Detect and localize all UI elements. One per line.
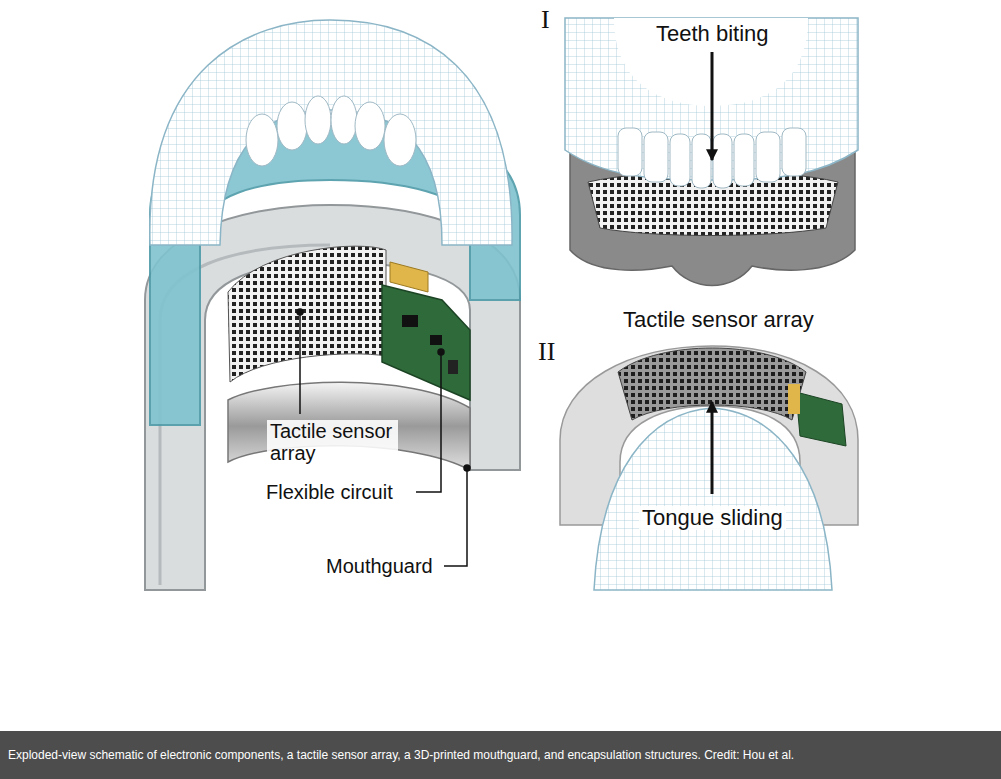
caption: Exploded-view schematic of electronic co… bbox=[8, 748, 998, 762]
panel-teeth-biting bbox=[565, 18, 858, 286]
teeth-mesh bbox=[150, 20, 512, 245]
part-label: Tongue sliding bbox=[639, 506, 786, 530]
chip bbox=[430, 335, 442, 345]
chip bbox=[448, 360, 458, 374]
tooth bbox=[305, 96, 331, 144]
tooth bbox=[277, 102, 307, 150]
mouthguard-shell bbox=[145, 205, 520, 590]
tooth bbox=[246, 114, 278, 166]
leader-line bbox=[299, 312, 301, 414]
tooth bbox=[692, 134, 711, 188]
flex-cable bbox=[788, 384, 800, 414]
teeth-mesh bbox=[565, 18, 858, 180]
chip bbox=[402, 315, 418, 327]
circuit-board bbox=[796, 392, 846, 446]
sensor-array bbox=[228, 246, 386, 382]
circuit-board bbox=[382, 285, 470, 400]
leader-line bbox=[444, 468, 467, 566]
tooth bbox=[713, 134, 732, 188]
flexible-circuit bbox=[382, 262, 470, 400]
tooth bbox=[618, 128, 642, 176]
part-label: Mouthguard bbox=[323, 555, 436, 577]
tooth bbox=[670, 134, 690, 186]
part-label: Teeth biting bbox=[656, 22, 769, 46]
part-label: Tactile sensor array bbox=[623, 308, 814, 332]
leader-line bbox=[416, 352, 441, 492]
panel-tongue-sliding bbox=[560, 346, 858, 590]
metal-band bbox=[228, 382, 470, 470]
force-arrow bbox=[711, 52, 714, 160]
part-label: Tactile sensor array bbox=[267, 420, 398, 464]
panel-number: I bbox=[541, 6, 550, 35]
exploded-view bbox=[145, 20, 520, 590]
panel-number: II bbox=[538, 338, 555, 367]
tooth bbox=[734, 134, 754, 186]
part-label: Flexible circuit bbox=[263, 481, 396, 503]
force-arrow bbox=[711, 402, 714, 494]
tooth bbox=[384, 114, 416, 166]
tooth bbox=[756, 132, 780, 182]
tooth bbox=[782, 128, 806, 176]
caption-bar bbox=[0, 731, 1001, 779]
tooth bbox=[644, 132, 668, 182]
teeth-row bbox=[246, 96, 416, 166]
flex-cable bbox=[390, 262, 428, 292]
tooth bbox=[331, 96, 357, 144]
tooth bbox=[355, 102, 385, 150]
